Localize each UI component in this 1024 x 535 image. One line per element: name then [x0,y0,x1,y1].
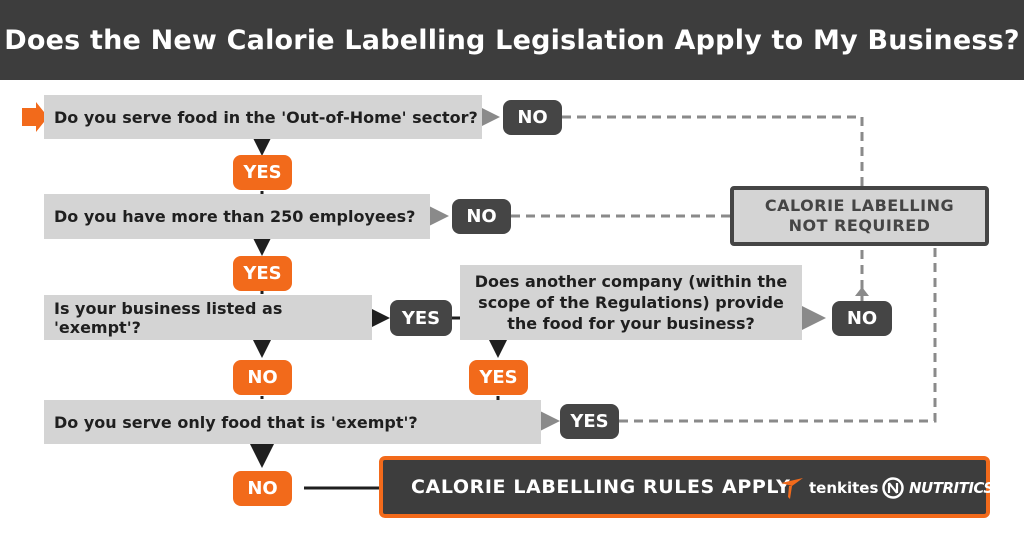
header-banner: Does the New Calorie Labelling Legislati… [0,0,1024,80]
result-rules-apply-text: CALORIE LABELLING RULES APPLY [411,476,791,498]
question-out-of-home-text: Do you serve food in the 'Out-of-Home' s… [54,107,478,127]
question-employees-text: Do you have more than 250 employees? [54,207,416,226]
page-title: Does the New Calorie Labelling Legislati… [4,24,1020,56]
nutritics-logo-icon [882,477,904,499]
question-another-company-text: Does another company (within the scope o… [474,272,788,333]
question-another-company: Does another company (within the scope o… [460,265,802,340]
start-arrow [22,102,48,132]
tenkites-logo-icon [781,478,803,499]
brand-nutritics-name: NUTRITICS [909,479,994,497]
answer-q2-yes: YES [233,256,292,291]
connector-q5-yes-to-not-required [619,246,937,423]
question-exempt-food: Do you serve only food that is 'exempt'? [44,400,541,444]
brand-tenkites-name: tenkites [809,479,879,497]
answer-q1-yes: YES [233,155,292,190]
question-exempt-listed: Is your business listed as 'exempt'? [44,295,372,340]
question-out-of-home: Do you serve food in the 'Out-of-Home' s… [44,95,482,139]
answer-q1-no: NO [503,100,562,135]
brand-nutritics: NUTRITICS [881,475,994,501]
question-exempt-food-text: Do you serve only food that is 'exempt'? [54,412,418,432]
answer-q3-yes: YES [390,300,452,336]
answer-q3-no: NO [233,360,292,395]
answer-q4-yes: YES [469,360,528,395]
answer-q4-no: NO [832,301,892,336]
result-not-required-line1: CALORIE LABELLING [764,196,955,215]
question-employees: Do you have more than 250 employees? [44,194,430,239]
question-exempt-listed-text: Is your business listed as 'exempt'? [54,298,283,337]
answer-q5-no: NO [233,471,292,506]
result-not-required-line2: NOT REQUIRED [788,216,931,235]
answer-q2-no: NO [452,199,511,234]
result-not-required: CALORIE LABELLING NOT REQUIRED [730,186,989,246]
result-rules-apply: CALORIE LABELLING RULES APPLY tenkites N… [379,456,994,518]
connector-q1-no-to-not-required [562,115,864,186]
brand-tenkites: tenkites [779,476,878,500]
arrowhead-up-not-required [855,287,869,296]
answer-q5-yes: YES [560,404,619,439]
